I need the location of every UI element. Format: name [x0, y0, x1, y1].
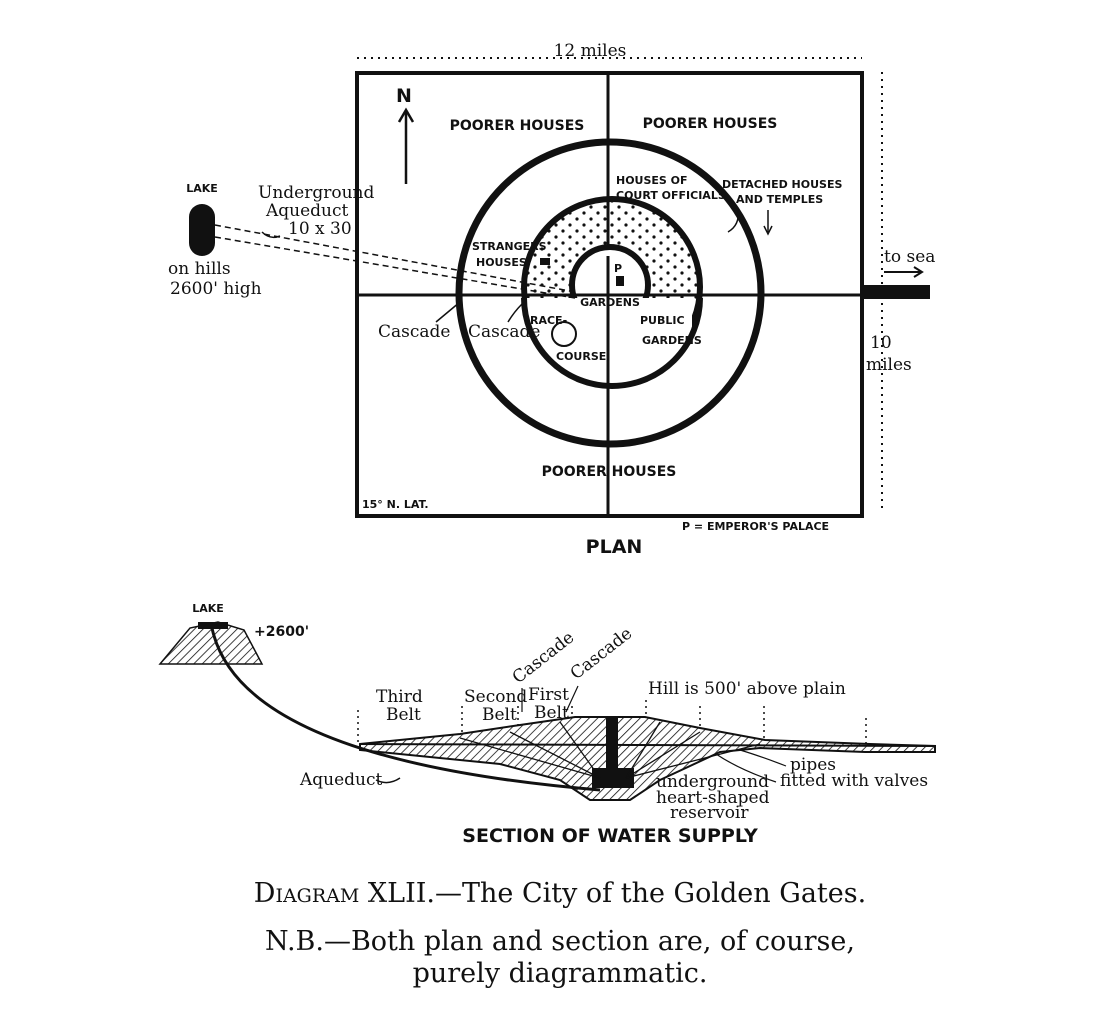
pipes-label-line1: pipes — [790, 755, 836, 775]
distribution-pipes — [459, 721, 761, 779]
aqueduct-label-line1: Underground — [258, 183, 374, 203]
note-line-2: purely diagrammatic. — [412, 958, 708, 989]
section-title: SECTION OF WATER SUPPLY — [462, 825, 758, 847]
section-ground — [359, 716, 936, 801]
section-lake-label: LAKE — [192, 602, 224, 615]
belt-markers — [357, 700, 867, 744]
cascade-label-outer: Cascade — [378, 322, 450, 342]
latitude-label: 15° N. LAT. — [362, 498, 429, 511]
third-belt-line2: Belt — [386, 705, 421, 725]
second-belt-line1: Second — [464, 687, 527, 707]
aqueduct-line-2 — [214, 236, 576, 299]
lake-label: LAKE — [186, 182, 218, 195]
lake-note-line2: 2600' high — [170, 279, 262, 299]
underground-reservoir — [592, 768, 634, 788]
lake-note-line1: on hills — [168, 259, 231, 279]
third-belt-ring — [455, 138, 765, 448]
cascade-label-1: Cascade — [509, 628, 578, 688]
detached-houses-line1: DETACHED HOUSES — [722, 178, 842, 191]
plan-title: PLAN — [586, 536, 643, 558]
height-label-num: 10 — [870, 333, 892, 353]
width-label: 12 miles — [554, 41, 627, 61]
aqueduct-label-line3: 10 x 30 — [288, 219, 352, 239]
to-sea-label: to sea — [884, 247, 935, 267]
detached-houses-line2: AND TEMPLES — [736, 193, 823, 206]
plan: 12 miles 10 miles to sea N LAKE on hills — [168, 41, 935, 558]
cascade-label-inner: Cascade — [468, 322, 540, 342]
aqueduct-label-line2: Aqueduct — [265, 201, 349, 221]
court-officials-line1: HOUSES OF — [616, 174, 688, 187]
elevation-label: +2600' — [254, 624, 309, 640]
strangers-houses-line2: HOUSES — [476, 256, 527, 269]
strangers-house-block — [540, 258, 550, 265]
reservoir-label-line3: reservoir — [670, 803, 749, 823]
water-supply-section: LAKE +2600' Aqueduct — [158, 602, 936, 847]
section-lake — [198, 622, 228, 629]
height-label: miles — [866, 355, 912, 375]
public-gardens-line1: PUBLIC — [640, 314, 685, 327]
section-aqueduct-label: Aqueduct — [299, 770, 383, 790]
reservoir-label-line1: underground — [656, 772, 769, 792]
palace-block — [616, 276, 624, 286]
poorer-houses-ne: POORER HOUSES — [643, 116, 778, 132]
public-gardens-area — [520, 298, 692, 378]
race-course-circle — [551, 321, 577, 347]
public-gardens-line2: GARDENS — [642, 334, 702, 347]
section-aqueduct — [210, 627, 601, 792]
note-line-1: N.B.—Both plan and section are, of cours… — [265, 926, 855, 957]
poorer-houses-nw: POORER HOUSES — [450, 118, 585, 134]
aqueduct-line-1 — [214, 224, 576, 293]
diagram-caption: Diagram XLII.—The City of the Golden Gat… — [0, 878, 1120, 909]
diagram-note: N.B.—Both plan and section are, of cours… — [0, 926, 1120, 990]
caption-title: XLII.—The City of the Golden Gates. — [359, 878, 867, 909]
court-officials-line2: COURT OFFICIALS — [616, 189, 726, 202]
race-course-label-line1: RACE- — [530, 314, 567, 327]
first-belt-line2: Belt — [534, 703, 569, 723]
second-belt-line2: Belt — [482, 705, 517, 725]
reservoir-label-line2: heart-shaped — [656, 788, 770, 808]
palace-mark: P — [614, 262, 622, 275]
pipes-label-line2: fitted with valves — [780, 771, 928, 791]
north-label: N — [396, 85, 412, 107]
hill-label: Hill is 500' above plain — [648, 679, 846, 699]
central-shaft — [606, 716, 618, 778]
lake-shape — [189, 204, 215, 256]
caption-diagram-word: Diagram — [253, 878, 360, 909]
strangers-houses-line1: STRANGERS — [472, 240, 547, 253]
first-belt-line1: First — [528, 685, 569, 705]
third-belt-line1: Third — [376, 687, 423, 707]
cascade-label-2: Cascade — [567, 624, 636, 684]
race-course-label-line2: COURSE — [556, 350, 606, 363]
lake-hill — [158, 621, 264, 665]
poorer-houses-south: POORER HOUSES — [542, 464, 677, 480]
gardens-label: GARDENS — [580, 296, 640, 309]
canal-to-sea — [862, 285, 930, 299]
palace-legend: P = EMPEROR'S PALACE — [682, 520, 829, 533]
